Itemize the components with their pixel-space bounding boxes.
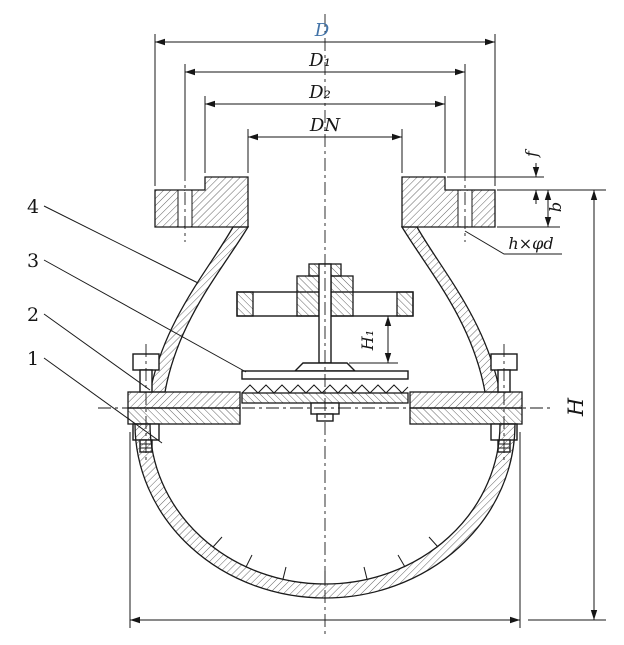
leader-line-part4 [43,205,199,284]
label-D2: D₂ [308,82,331,103]
dimension-DN: DN [247,115,403,173]
label-H: H [564,397,588,417]
part-number-4: 4 [27,196,39,218]
shell-wall-left [149,226,250,393]
part-number-1: 1 [27,348,39,370]
dimension-H1: H₁ [349,316,398,364]
diaphragm-membrane [241,384,409,394]
dimension-D1: D₁ [184,50,466,170]
dome-rib [245,554,253,568]
lower-flange-band-right [409,407,523,425]
bonnet-end-cap-right [396,291,414,317]
top-flange-right-section [401,176,496,228]
gland-left [296,275,320,317]
dome-rib [428,536,439,548]
gland-right [330,275,354,317]
dimension-hxd: h×φd [464,230,562,255]
label-D: D [314,20,330,41]
dome-rib [212,536,223,548]
shell-wall-right [400,226,501,393]
dome-rib [397,554,406,568]
dimension-D2: D₂ [204,82,446,173]
top-flange [154,176,496,228]
lower-dome [134,423,516,599]
label-b: b [546,202,565,212]
bolt-hole-left [178,191,192,226]
dimension-f: f [447,148,544,204]
part-callouts: 4 3 2 1 [27,196,247,444]
dome-shell [134,423,516,599]
bolt-hole-right [458,191,472,226]
upper-flange-band-left [127,391,241,409]
part-number-3: 3 [27,250,39,272]
leader-line-part3 [43,259,247,373]
dimension-b: b [497,190,565,228]
bonnet-end-cap-left [236,291,254,317]
dimension-bottom-width [129,432,521,628]
leader-line-part2 [43,313,151,391]
dimension-H: H [497,189,606,621]
dome-rib [363,566,368,580]
label-D1: D₁ [308,50,331,71]
part-number-2: 2 [27,304,39,326]
upper-flange-band-right [409,391,523,409]
centerlines [98,14,552,638]
label-H1: H₁ [358,330,377,351]
leader-line-part1 [43,357,163,444]
label-hxd: h×φd [508,234,553,253]
middle-flange [127,391,523,425]
dome-rib [282,566,287,580]
leader-line [464,230,562,255]
label-DN: DN [309,115,341,136]
label-f: f [522,148,541,158]
top-flange-left-section [154,176,249,228]
dimension-D: D [154,20,496,186]
lower-flange-band-left [127,407,241,425]
